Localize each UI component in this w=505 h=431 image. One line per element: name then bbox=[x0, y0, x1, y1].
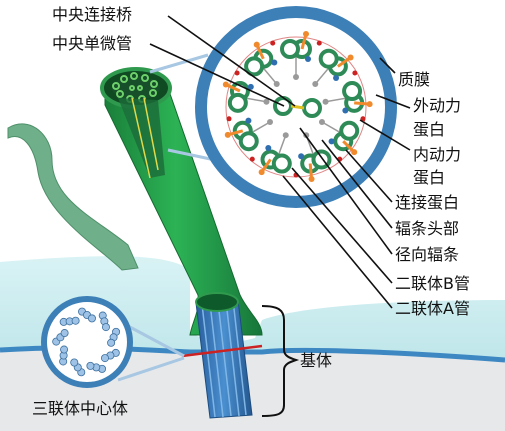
triplet-tubule bbox=[60, 346, 67, 353]
radial-spoke-head bbox=[267, 119, 273, 125]
inner-dynein-head bbox=[298, 153, 304, 159]
doublet-b-tubule bbox=[241, 133, 257, 149]
triplet-tubule bbox=[108, 339, 115, 346]
nexin-link bbox=[270, 41, 275, 46]
inner-dynein-head bbox=[342, 107, 348, 113]
nexin-link bbox=[227, 116, 232, 121]
inner-dynein-head bbox=[271, 60, 277, 66]
label-doublet-b: 二联体B管 bbox=[395, 274, 470, 293]
inner-dynein-head bbox=[333, 75, 339, 81]
doublet-b-tubule bbox=[230, 95, 246, 111]
triplet-tubule bbox=[101, 354, 108, 361]
nexin-link bbox=[250, 157, 255, 162]
label-inner-dynein-1: 内动力 bbox=[413, 145, 461, 164]
background-cilium bbox=[8, 124, 138, 270]
radial-spoke-head bbox=[312, 81, 318, 87]
doublet-b-tubule bbox=[282, 41, 298, 57]
label-spoke-head: 辐条头部 bbox=[395, 219, 459, 238]
outer-dynein-head bbox=[259, 169, 265, 175]
outer-dynein-head bbox=[303, 31, 309, 37]
outer-dynein-head bbox=[351, 149, 357, 155]
inner-dynein-head bbox=[329, 138, 335, 144]
nexin-link bbox=[317, 41, 322, 46]
outer-dynein-head bbox=[225, 132, 231, 138]
label-central-microtubule: 中央单微管 bbox=[52, 34, 132, 53]
label-radial-spoke: 径向辐条 bbox=[395, 245, 459, 264]
doublet-b-tubule bbox=[341, 123, 357, 139]
outer-dynein-head bbox=[367, 101, 373, 107]
radial-spoke-head bbox=[283, 132, 289, 138]
label-inner-dynein-2: 蛋白 bbox=[413, 168, 445, 187]
triplet-tubule bbox=[88, 315, 95, 322]
radial-spoke-head bbox=[293, 74, 299, 80]
inner-dynein-head bbox=[305, 56, 311, 62]
label-basal-body: 基体 bbox=[300, 351, 332, 370]
nexin-link bbox=[235, 71, 240, 76]
label-central-bridge: 中央连接桥 bbox=[52, 5, 132, 24]
radial-spoke-head bbox=[323, 99, 329, 105]
triplet-tubule bbox=[102, 323, 109, 330]
radial-spoke-head bbox=[274, 81, 280, 87]
doublet-b-tubule bbox=[321, 51, 337, 67]
label-outer-dynein-1: 外动力 bbox=[413, 96, 461, 115]
label-outer-dynein-2: 蛋白 bbox=[413, 120, 445, 139]
outer-dynein-head bbox=[254, 42, 260, 48]
label-plasma-membrane: 质膜 bbox=[398, 70, 430, 89]
inner-dynein-head bbox=[265, 145, 271, 151]
doublet-b-tubule bbox=[274, 156, 290, 172]
outer-dynein-head bbox=[309, 176, 315, 182]
outer-dynein-head bbox=[348, 55, 354, 61]
label-doublet-a: 二联体A管 bbox=[395, 299, 470, 318]
triplet-tubule bbox=[87, 362, 94, 369]
triplet-tubule bbox=[72, 317, 79, 324]
outer-dynein-head bbox=[223, 81, 229, 87]
triplet-tubule bbox=[61, 329, 68, 336]
nexin-link bbox=[352, 71, 357, 76]
doublet-b-tubule bbox=[344, 83, 360, 99]
label-nexin: 连接蛋白 bbox=[395, 193, 459, 212]
radial-spoke-head bbox=[319, 119, 325, 125]
label-triplet-centriole: 三联体中心体 bbox=[32, 399, 128, 418]
triplet-tubule bbox=[71, 359, 78, 366]
doublet-b-tubule bbox=[246, 58, 262, 74]
inner-dynein-head bbox=[245, 118, 251, 124]
